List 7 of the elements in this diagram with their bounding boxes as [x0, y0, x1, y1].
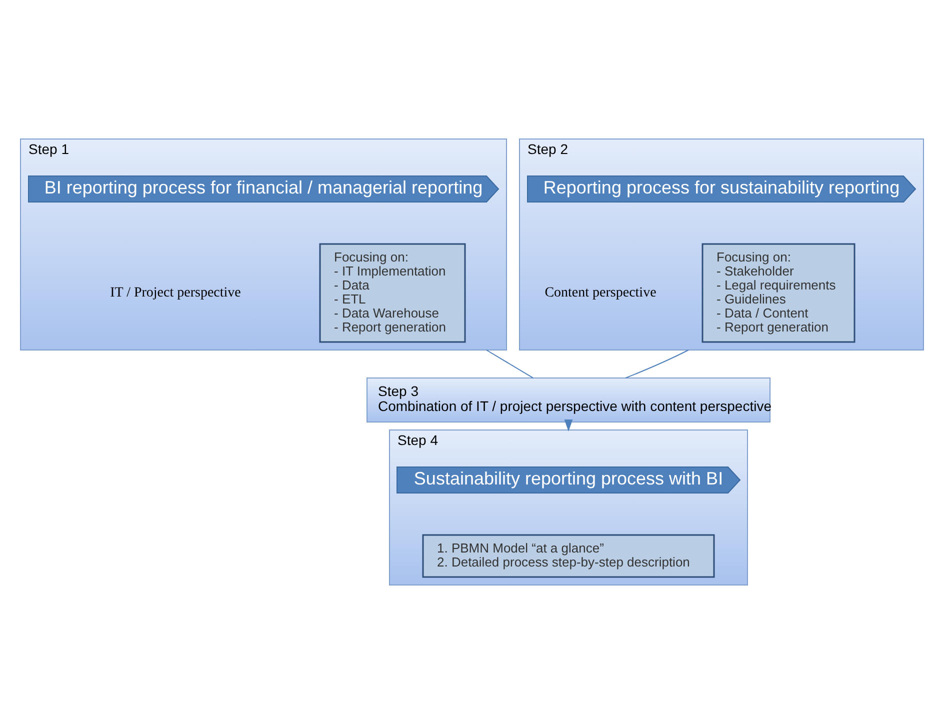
connector: [625, 350, 689, 378]
node-text: IT / Project perspective: [110, 286, 241, 301]
node-box: Focusing on: - IT Implementation - Data - ETL - Data Warehouse - Report generation: [319, 243, 466, 343]
node-box: Focusing on: - Stakeholder - Legal requirements - Guidelines - Data / Content - Report generation: [702, 243, 856, 343]
node-box: 1. PBMN Model “at a glance” 2. Detailed process step-by-step description: [422, 534, 715, 578]
connector: [486, 350, 534, 378]
node-text: Content perspective: [544, 286, 656, 301]
